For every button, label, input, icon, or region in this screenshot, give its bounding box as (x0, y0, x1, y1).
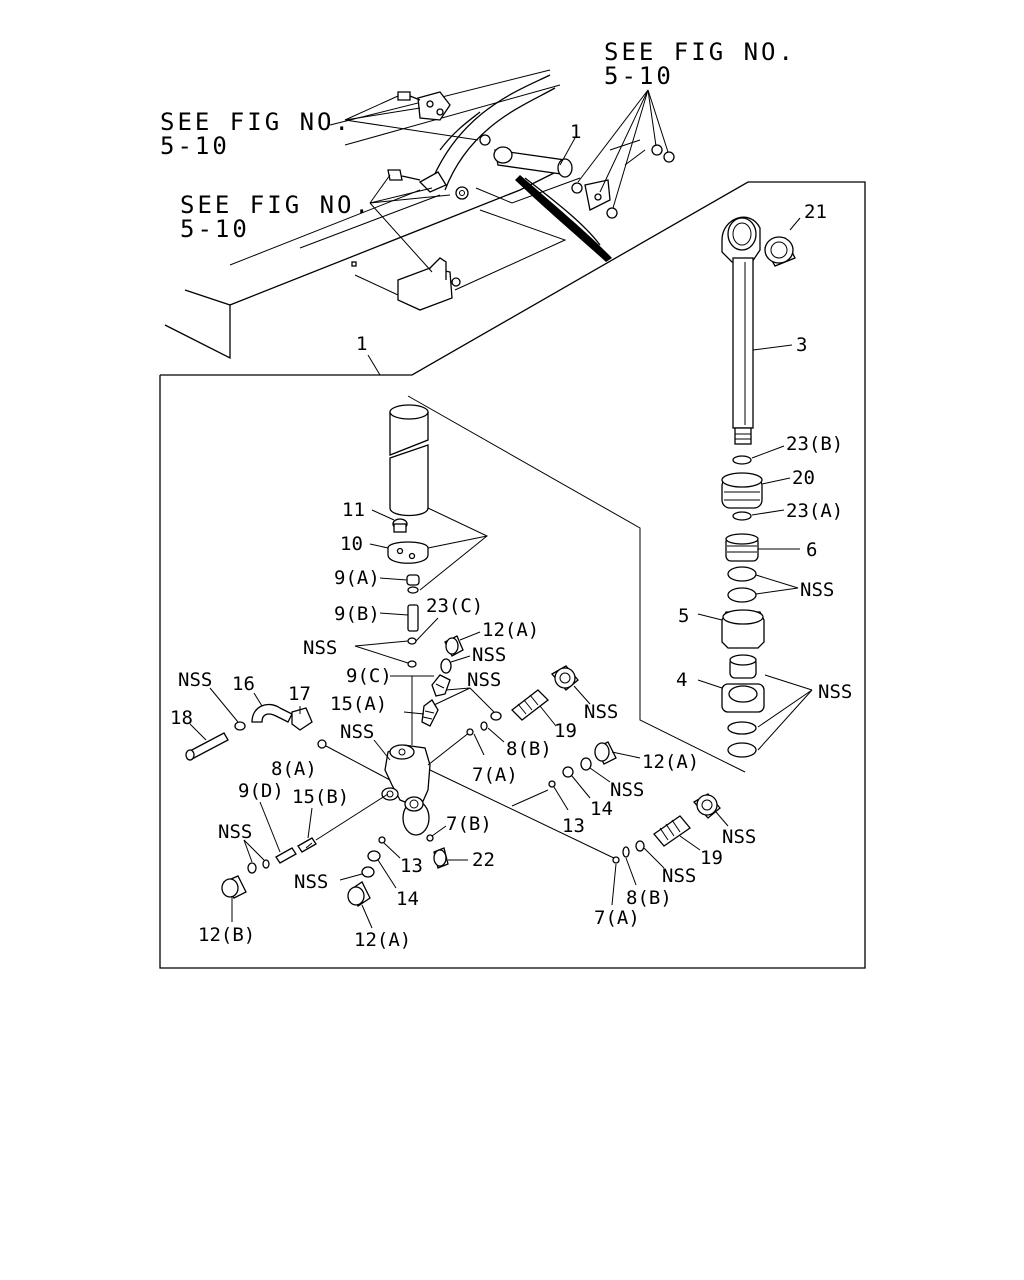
ring-nss-12b-b (262, 859, 270, 869)
callout-12a-low: 12(A) (354, 929, 411, 951)
ball-7a-top (466, 728, 474, 736)
callout-9d: 9(D) (238, 780, 284, 802)
callout-7b: 7(B) (446, 813, 492, 835)
valve-19-top (511, 689, 549, 721)
callout-13-mid: 13 (562, 815, 585, 837)
see-fig-ref-2-line1: SEE FIG NO. (160, 108, 352, 136)
callout-9c: 9(C) (346, 665, 392, 687)
see-fig-ref-3-line2: 5-10 (180, 215, 250, 243)
callout-18: 18 (170, 707, 193, 729)
callout-8a: 8(A) (271, 758, 317, 780)
ring-16-nss (234, 721, 246, 731)
ring-nss-2 (727, 587, 757, 603)
gland-20 (721, 472, 763, 509)
callout-nss-right-1: NSS (800, 579, 834, 601)
ring-14-mid (562, 766, 574, 778)
nut-5 (721, 609, 765, 649)
see-fig-ref-3-line1: SEE FIG NO. (180, 191, 372, 219)
callout-nss-19-low: NSS (722, 826, 756, 848)
callout-16: 16 (232, 673, 255, 695)
callout-1-box: 1 (356, 333, 367, 355)
valve-9c (431, 674, 451, 697)
spring-15a (421, 699, 439, 727)
callout-8b-top: 8(B) (506, 738, 552, 760)
valve-19-low (653, 815, 691, 847)
ring-nss-12b-a (247, 862, 257, 874)
ring-nss-8b-low (635, 840, 645, 852)
fitting-17 (291, 707, 313, 731)
callout-5: 5 (678, 605, 689, 627)
callout-21: 21 (804, 201, 827, 223)
ring-nss-low (361, 866, 375, 878)
valve-9b (407, 604, 419, 632)
valve-body (381, 744, 431, 836)
callout-nss-right-2: NSS (818, 681, 852, 703)
callout-4: 4 (676, 669, 687, 691)
detail-frame (159, 181, 866, 969)
o-ring-23b (732, 455, 752, 465)
cap-10 (387, 541, 429, 564)
callout-1-top: 1 (570, 121, 581, 143)
ring-13-mid (548, 780, 556, 788)
callout-22: 22 (472, 849, 495, 871)
valve-9a (406, 574, 420, 586)
callout-nss-12a-mid: NSS (610, 779, 644, 801)
see-fig-ref-1-line1: SEE FIG NO. (604, 38, 796, 66)
callout-nss-15: NSS (467, 669, 501, 691)
callout-15b: 15(B) (292, 786, 349, 808)
callout-14-low: 14 (396, 888, 419, 910)
callout-3: 3 (796, 334, 807, 356)
callout-nss-body: NSS (340, 721, 374, 743)
callout-17: 17 (288, 683, 311, 705)
ring-nss-1 (727, 566, 757, 582)
callout-23c: 23(C) (426, 595, 483, 617)
callout-nss-left-1: NSS (303, 637, 337, 659)
bushing-4 (721, 654, 765, 758)
callout-nss-12b: NSS (218, 821, 252, 843)
callout-19-low: 19 (700, 847, 723, 869)
callout-14-mid: 14 (590, 798, 613, 820)
callout-19-top: 19 (554, 720, 577, 742)
valve-9d (275, 847, 297, 864)
rod-assembly (721, 216, 796, 445)
callout-7a-top: 7(A) (472, 764, 518, 786)
callout-8b-low: 8(B) (626, 887, 672, 909)
ring-13-low (378, 836, 386, 844)
callout-nss-16: NSS (178, 669, 212, 691)
callout-15a: 15(A) (330, 693, 387, 715)
callout-nss-8b-low: NSS (662, 865, 696, 887)
callout-nss-19-top: NSS (584, 701, 618, 723)
callout-11: 11 (342, 499, 365, 521)
callout-12a-mid: 12(A) (642, 751, 699, 773)
ring-nss-12a-mid (580, 757, 592, 771)
callout-6: 6 (806, 539, 817, 561)
callout-nss-14low: NSS (294, 871, 328, 893)
callout-23b: 23(B) (786, 433, 843, 455)
callout-9b: 9(B) (334, 603, 380, 625)
ring-8b-low (622, 846, 630, 858)
callout-12a-top: 12(A) (482, 619, 539, 641)
callout-12b: 12(B) (198, 924, 255, 946)
see-fig-ref-2-line2: 5-10 (160, 132, 230, 160)
callout-20: 20 (792, 467, 815, 489)
callout-13-low: 13 (400, 855, 423, 877)
ball-7b (426, 834, 434, 842)
callout-10: 10 (340, 533, 363, 555)
frame-assembly-drawing (164, 69, 675, 360)
see-fig-ref-1-line2: 5-10 (604, 62, 674, 90)
o-ring-23a (732, 511, 752, 521)
ring-8b-top (480, 721, 488, 731)
ring-14-low (367, 850, 381, 862)
piston-6 (725, 533, 759, 562)
callout-nss-12a-top: NSS (472, 644, 506, 666)
pipe-16 (251, 703, 293, 723)
callout-9a: 9(A) (334, 567, 380, 589)
plug-8a (317, 739, 327, 749)
ball-7a-low (612, 856, 620, 864)
cylinder-tube (389, 404, 429, 517)
callout-7a-low: 7(A) (594, 907, 640, 929)
callout-23a: 23(A) (786, 500, 843, 522)
